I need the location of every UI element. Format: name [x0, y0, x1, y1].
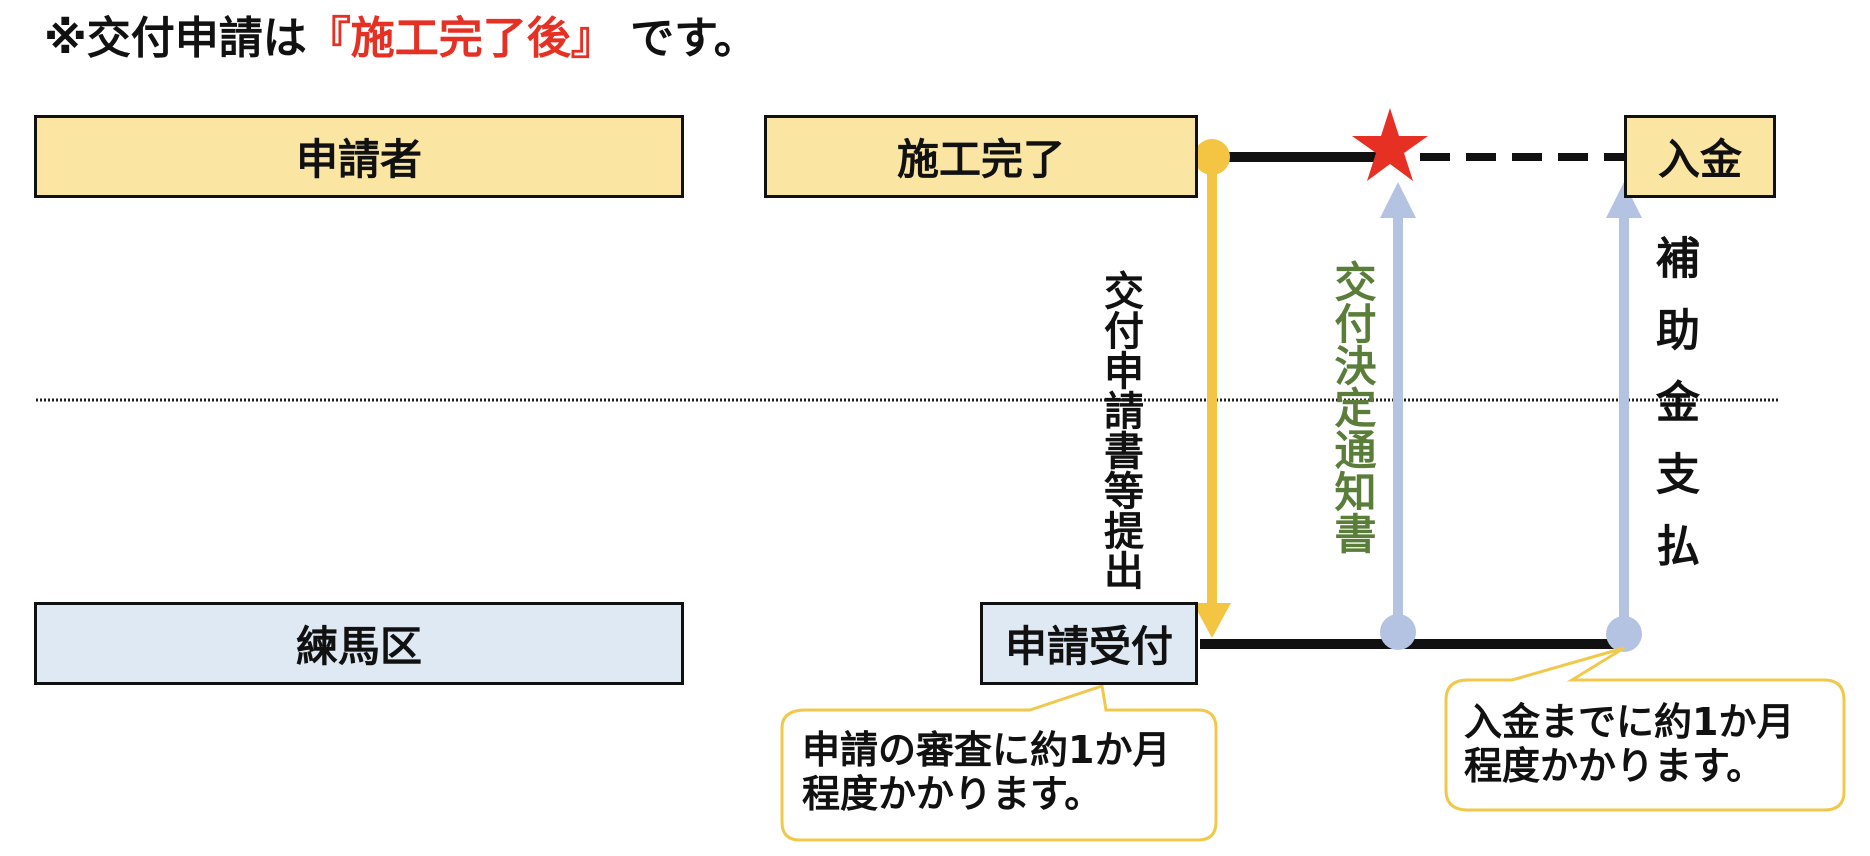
applicant-lane-label: 申請者 [34, 115, 684, 198]
submit-arrow-start-dot [1194, 139, 1230, 175]
page-title: ※交付申請は『施工完了後』 です。 [44, 8, 758, 70]
title-prefix: ※交付申請は [44, 13, 307, 64]
payment-callout-line2: 程度かかります。 [1464, 744, 1765, 788]
payment-box: 入金 [1624, 115, 1776, 198]
decision-arrow-start-dot [1380, 614, 1416, 650]
payment-callout-shape [1444, 646, 1846, 812]
review-callout-shape [780, 684, 1218, 842]
review-callout-line2: 程度かかります。 [802, 772, 1103, 816]
subsidy-payment-label: 補助金支払 [1648, 235, 1699, 595]
ward-lane-label: 練馬区 [34, 602, 684, 685]
submit-documents-label: 交付申請書等提出 [1097, 270, 1143, 590]
star-icon [1352, 108, 1428, 181]
review-callout-line1: 申請の審査に約1か月 [802, 728, 1171, 772]
decision-arrow-head [1380, 182, 1416, 218]
payment-callout: 入金までに約1か月 程度かかります。 [1464, 700, 1794, 788]
title-suffix: です。 [630, 13, 758, 64]
payment-callout-line1: 入金までに約1か月 [1464, 700, 1795, 744]
payment-arrow-start-dot [1606, 616, 1642, 652]
title-highlight: 『施工完了後』 [306, 13, 615, 64]
review-callout: 申請の審査に約1か月 程度かかります。 [802, 728, 1170, 816]
submit-arrow-head [1193, 603, 1231, 638]
payment-arrow-head [1606, 182, 1642, 218]
application-received-box: 申請受付 [980, 602, 1198, 685]
decision-notice-label: 交付決定通知書 [1328, 260, 1377, 554]
construction-complete-box: 施工完了 [764, 115, 1198, 198]
